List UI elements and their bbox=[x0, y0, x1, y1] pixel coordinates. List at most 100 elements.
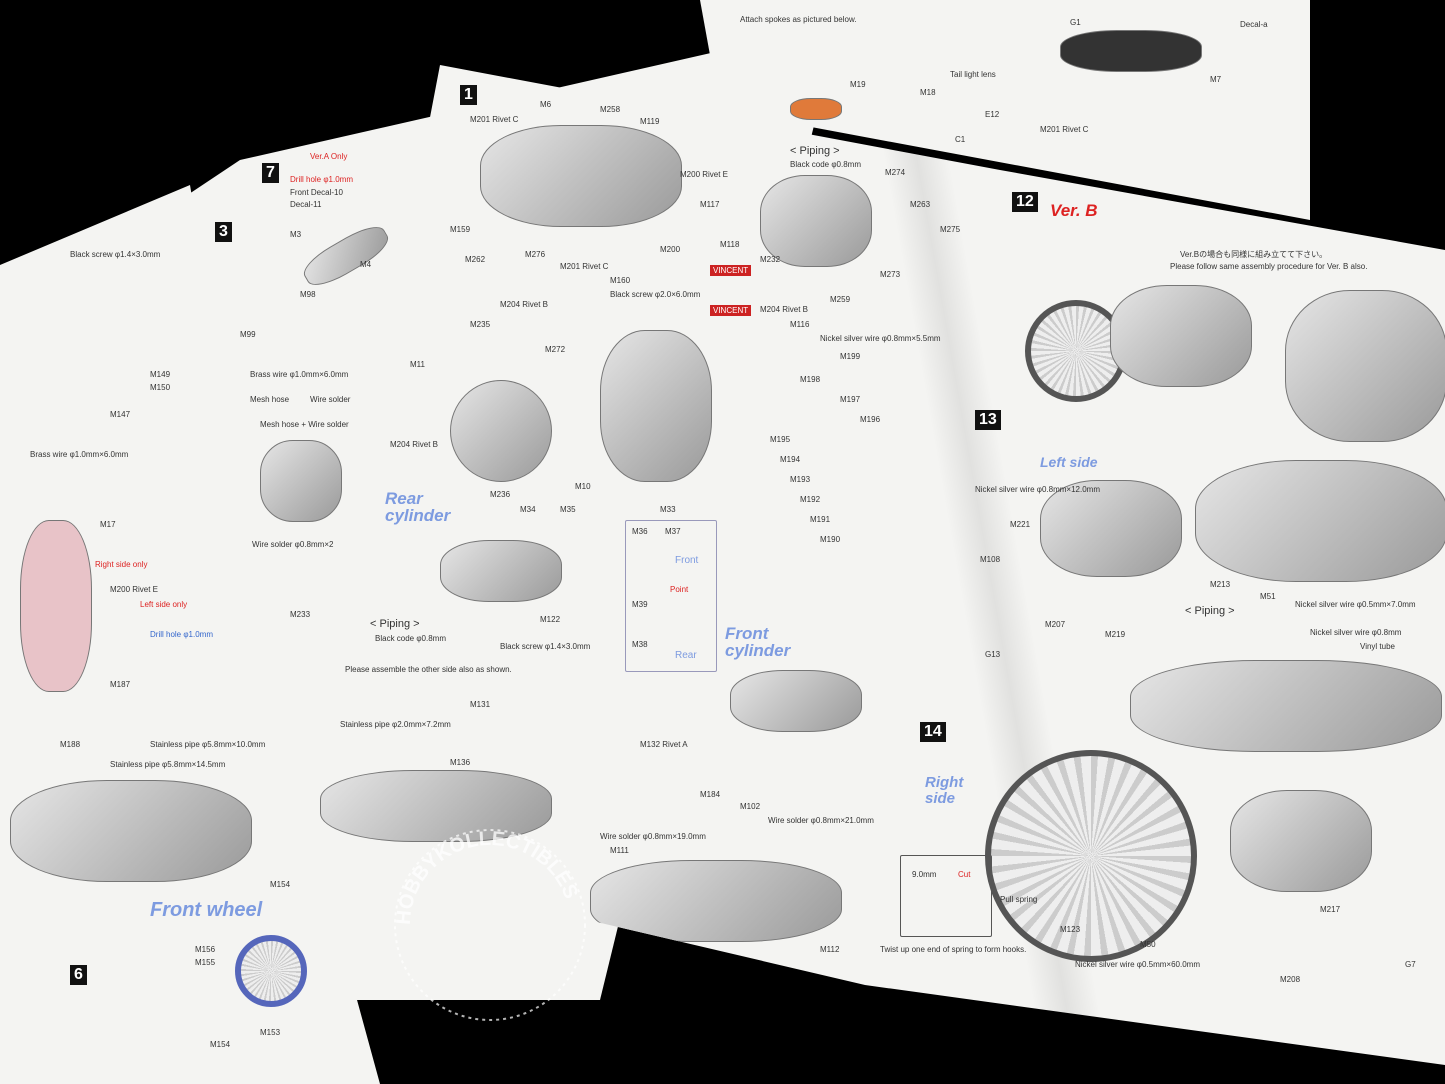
callout: M35 bbox=[560, 505, 576, 514]
callout: M196 bbox=[860, 415, 881, 424]
step-number: 1 bbox=[460, 85, 477, 105]
section-title: Rear cylinder bbox=[385, 489, 451, 525]
tail-light-drawing bbox=[790, 98, 842, 120]
callout: M117 bbox=[700, 200, 720, 209]
callout: E12 bbox=[985, 110, 1000, 119]
step-number: 13 bbox=[975, 410, 1001, 430]
engine-drawing bbox=[320, 770, 552, 842]
callout: C1 bbox=[955, 135, 966, 144]
callout: M10 bbox=[575, 482, 591, 491]
callout: Decal-11 bbox=[290, 200, 322, 209]
piping-label: < Piping > bbox=[370, 618, 420, 630]
callout: M39 bbox=[632, 600, 648, 609]
callout: Attach spokes as pictured below. bbox=[740, 15, 857, 24]
vincent-badge: VINCENT bbox=[710, 265, 752, 276]
callout: M201 Rivet C bbox=[560, 262, 609, 271]
callout: Nickel silver wire φ0.5mm×60.0mm bbox=[1075, 960, 1200, 969]
callout: M199 bbox=[840, 352, 861, 361]
piping-note: Black code φ0.8mm bbox=[375, 634, 446, 643]
version-title: Ver. B bbox=[1050, 201, 1098, 220]
engine-drawing bbox=[1040, 480, 1182, 577]
callout: M131 bbox=[470, 700, 491, 709]
assemble-note: Please assemble the other side also as s… bbox=[345, 665, 512, 674]
callout: M19 bbox=[850, 80, 866, 89]
callout: M156 bbox=[195, 945, 216, 954]
callout: M154 bbox=[270, 880, 291, 889]
callout: Cut bbox=[958, 870, 971, 879]
callout: M17 bbox=[100, 520, 116, 529]
callout: Wire solder bbox=[310, 395, 351, 404]
callout: M155 bbox=[195, 958, 216, 967]
callout: M204 Rivet B bbox=[500, 300, 549, 309]
callout: M200 Rivet E bbox=[680, 170, 729, 179]
callout: Nickel silver wire φ0.8mm×5.5mm bbox=[820, 334, 941, 343]
callout: M36 bbox=[632, 527, 648, 536]
callout: M274 bbox=[885, 168, 906, 177]
callout: M50 bbox=[1140, 940, 1156, 949]
callout: M201 Rivet C bbox=[470, 115, 519, 124]
note-en: Please follow same assembly procedure fo… bbox=[1170, 262, 1368, 271]
callout: M184 bbox=[700, 790, 721, 799]
callout: Nickel silver wire φ0.8mm bbox=[1310, 628, 1402, 637]
callout: M118 bbox=[720, 240, 740, 249]
callout: M102 bbox=[740, 802, 761, 811]
rear-wheel-drawing bbox=[985, 750, 1197, 962]
rear-wheel-drawing bbox=[1195, 460, 1445, 582]
piping-label: < Piping > bbox=[790, 145, 840, 157]
callout: M111 bbox=[610, 846, 629, 855]
detail-box bbox=[625, 520, 717, 672]
callout: M187 bbox=[110, 680, 131, 689]
callout: M33 bbox=[660, 505, 676, 514]
callout: M18 bbox=[920, 88, 936, 97]
callout: M197 bbox=[840, 395, 861, 404]
brake-disc-drawing bbox=[235, 935, 307, 1007]
callout: M263 bbox=[910, 200, 931, 209]
callout: Black screw φ1.4×3.0mm bbox=[70, 250, 161, 259]
callout: M153 bbox=[260, 1028, 281, 1037]
callout: M150 bbox=[150, 383, 171, 392]
callout: Black screw φ1.4×3.0mm bbox=[500, 642, 591, 651]
section-title: Front cylinder bbox=[725, 624, 791, 660]
callout: M11 bbox=[410, 360, 425, 369]
callout: Nickel silver wire φ0.8mm×12.0mm bbox=[975, 485, 1100, 494]
vincent-badge: VINCENT bbox=[710, 305, 752, 316]
piping-label: < Piping > bbox=[1185, 605, 1235, 617]
callout: M200 bbox=[660, 245, 681, 254]
callout: Mesh hose + Wire solder bbox=[260, 420, 349, 429]
callout: M195 bbox=[770, 435, 791, 444]
callout: M4 bbox=[360, 260, 372, 269]
callout: Wire solder φ0.8mm×19.0mm bbox=[600, 832, 706, 841]
callout: M259 bbox=[830, 295, 851, 304]
callout: M232 bbox=[760, 255, 781, 264]
note-jp: Ver.Bの場合も同様に組み立てて下さい。 bbox=[1180, 250, 1328, 259]
detail-label: Front bbox=[675, 555, 699, 566]
callout: M258 bbox=[600, 105, 621, 114]
callout: M219 bbox=[1105, 630, 1126, 639]
callout: M194 bbox=[780, 455, 801, 464]
callout: M273 bbox=[880, 270, 901, 279]
callout: M272 bbox=[545, 345, 566, 354]
engine-drawing bbox=[260, 440, 342, 522]
callout: Ver.A Only bbox=[310, 152, 348, 161]
callout: Brass wire φ1.0mm×6.0mm bbox=[30, 450, 129, 459]
callout: M204 Rivet B bbox=[760, 305, 809, 314]
cover-drawing bbox=[450, 380, 552, 482]
frame-part-drawing bbox=[298, 219, 394, 293]
callout: M201 Rivet C bbox=[1040, 125, 1089, 134]
step-number: 14 bbox=[920, 722, 946, 742]
callout: Stainless pipe φ2.0mm×7.2mm bbox=[340, 720, 451, 729]
callout: M119 bbox=[640, 117, 660, 126]
seat-drawing bbox=[1060, 30, 1202, 72]
callout: Mesh hose bbox=[250, 395, 290, 404]
callout: Pull spring bbox=[1000, 895, 1038, 904]
engine-drawing bbox=[1230, 790, 1372, 892]
callout: M217 bbox=[1320, 905, 1341, 914]
cylinder-head-drawing bbox=[730, 670, 862, 732]
watermark-logo: HOBBYKOLLECTIBLES bbox=[393, 828, 586, 1021]
callout: M116 bbox=[790, 320, 810, 329]
callout: M192 bbox=[800, 495, 821, 504]
callout: Tail light lens bbox=[950, 70, 996, 79]
callout: M136 bbox=[450, 758, 471, 767]
callout: M154 bbox=[210, 1040, 231, 1049]
callout: M108 bbox=[980, 555, 1001, 564]
